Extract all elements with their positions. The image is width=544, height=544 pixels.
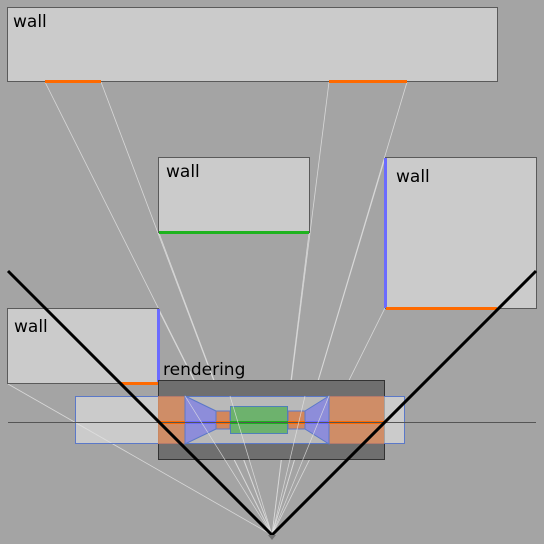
- wall-box: [385, 157, 537, 309]
- projected-wall-segment: [158, 396, 185, 444]
- wall-label: wall: [14, 317, 48, 337]
- wall-label: wall: [396, 167, 430, 187]
- wall-middle: wall: [158, 157, 310, 234]
- view-cone: [6, 269, 538, 537]
- ray-line: [271, 157, 386, 536]
- wall-right: wall: [384, 157, 537, 310]
- wall-label: wall: [166, 162, 200, 182]
- projected-wall-segment: [215, 410, 231, 430]
- ray-line: [7, 383, 273, 536]
- ray-line: [229, 395, 273, 536]
- rendering-label: rendering: [163, 360, 245, 380]
- rendering-area: rendering: [75, 360, 405, 460]
- projected-wall-segment: [329, 396, 384, 444]
- view-cone-right: [270, 269, 538, 537]
- projected-front-wall: [230, 406, 288, 434]
- viewer-marker: [268, 535, 276, 540]
- ray-line: [184, 395, 273, 536]
- ray-line: [271, 395, 306, 536]
- wall-box: [158, 157, 310, 233]
- wall-label: wall: [13, 12, 47, 32]
- ray-overlay: [184, 395, 330, 536]
- projected-side-wall: [304, 395, 330, 445]
- view-cone-left: [6, 269, 274, 537]
- wall-top: wall: [7, 7, 498, 83]
- wall-box: [7, 7, 498, 82]
- projected-wall-segment: [287, 410, 306, 430]
- ray-line: [271, 395, 330, 536]
